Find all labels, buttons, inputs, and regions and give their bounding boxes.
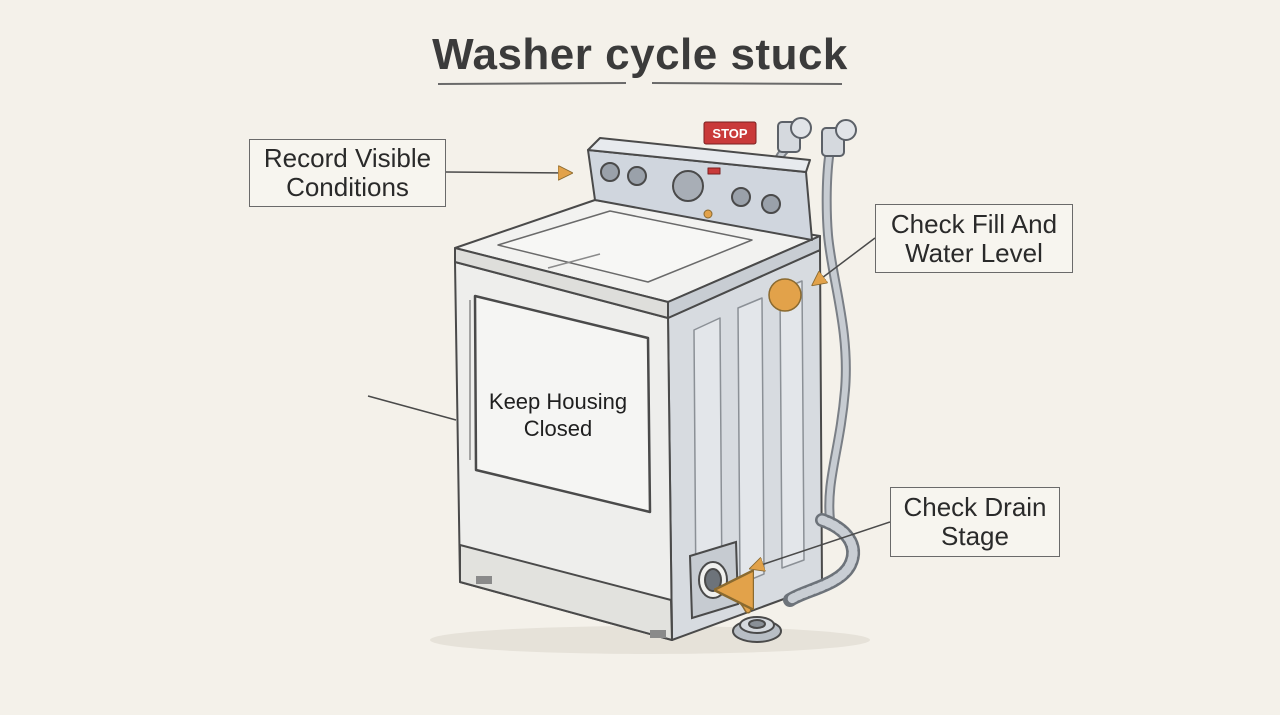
drain-filter-icon xyxy=(688,540,740,620)
callout-check-drain-stage: Check Drain Stage xyxy=(890,487,1060,557)
stop-label: STOP xyxy=(712,126,747,141)
title-underline xyxy=(437,82,843,85)
stop-indicator: STOP xyxy=(703,121,757,145)
water-level-marker-icon xyxy=(768,278,802,312)
leader-lines xyxy=(367,172,891,568)
callout-record-visible-conditions: Record Visible Conditions xyxy=(249,139,446,207)
callout-keep-housing-closed: Keep Housing Closed xyxy=(488,389,628,441)
callout-check-fill-water-level: Check Fill And Water Level xyxy=(875,204,1073,273)
diagram-title: Washer cycle stuck xyxy=(432,30,848,79)
drain-hose-icon xyxy=(783,513,861,607)
drain-filter-cap-icon xyxy=(732,616,782,643)
